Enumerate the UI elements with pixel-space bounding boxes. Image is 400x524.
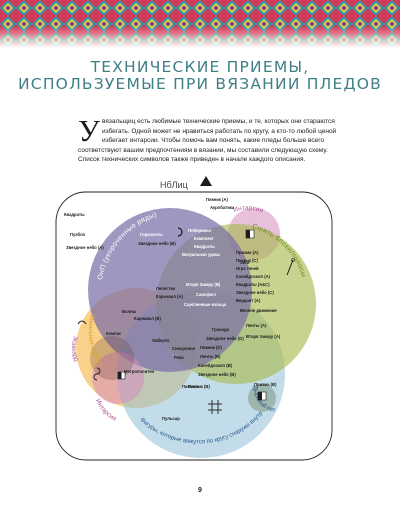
label-zvezdnoe-nebo-a: Звездное небо (А): [66, 245, 104, 250]
label-piknik-a: Пикник (А): [206, 197, 228, 202]
label-sinkhronno: Синхронно: [172, 346, 196, 351]
corner-label: НбЛиц: [160, 180, 188, 190]
label-komplekt: Комплект: [194, 236, 214, 241]
arc-label-pink-right: Интарсия: [233, 205, 265, 215]
label-kvadraty: Квадраты: [64, 212, 85, 217]
svg-text:Интарсия: Интарсия: [233, 205, 265, 215]
label-zigi: Зиги: [240, 260, 250, 265]
label-piknik-c: Пикник (С): [236, 258, 258, 263]
needle-icon: [286, 258, 295, 276]
label-umberto: Умберто: [152, 338, 170, 343]
label-sansfest: Сансфест: [196, 292, 217, 297]
intro-text: вязальщиц есть любимые технические прием…: [78, 118, 337, 164]
label-lenty-a: Ленты (А): [246, 323, 267, 328]
label-gorizonty: Горизонты: [140, 232, 163, 237]
triangle-icon: [200, 176, 212, 186]
label-akrobatika: Акробатика: [210, 205, 235, 210]
eyelet-icon: [257, 391, 267, 401]
label-karnaval-b: Карнавал (В): [134, 316, 161, 321]
circle-purple: [88, 208, 252, 372]
label-prizma-a: Призма (А): [236, 250, 259, 255]
label-reki: Реки: [174, 355, 184, 360]
label-zvezdnoe-nebo-b2: Звездное небо (В): [198, 372, 236, 377]
intarsia-small-icon: [117, 371, 126, 380]
label-metropoliten: Метрополитен: [124, 369, 155, 374]
svg-text:Жаккард: Жаккард: [70, 335, 80, 362]
label-kvadraty-inner: Квадраты: [194, 244, 215, 249]
decorative-banner: [0, 0, 400, 48]
arc-label-dark-left: Жаккард: [70, 335, 80, 362]
label-karnaval-a: Карнавал (А): [156, 294, 183, 299]
label-lenty-b: Ленты (В): [200, 354, 221, 359]
label-pueblo: Пуэбло: [70, 232, 86, 237]
label-lepestki: Лепестки: [156, 286, 176, 291]
label-kvadraty-ac: Квадраты (А&С): [236, 282, 270, 287]
label-vizualnaya-udacha: Визуальная удача: [182, 252, 220, 257]
label-granada: Гранада: [212, 327, 230, 332]
label-piksel: Пиксель: [182, 384, 200, 389]
label-zvezdnoe-nebo-c: Звездное небо (С): [236, 290, 274, 295]
label-stseplennye-koltsa: Сцепленные кольца: [184, 302, 227, 307]
corner-marker: НбЛиц: [160, 176, 212, 190]
grid-hash-icon: [208, 400, 222, 414]
label-kaleidoskop-b: Калейдоскоп (В): [198, 363, 233, 368]
short-row-icon: [177, 227, 183, 237]
intarsia-icon: [245, 229, 255, 239]
drop-cap: У: [78, 113, 100, 148]
label-kaleidoskop-a: Калейдоскоп (А): [236, 274, 271, 279]
page-number: 9: [198, 487, 202, 494]
label-zvezdnoe-nebo-d: Звездное небо (D): [206, 336, 244, 341]
jacquard-icon: [93, 367, 101, 381]
label-kompas: Компас: [106, 331, 122, 336]
circle-dark-left: [90, 336, 134, 380]
label-volny: Волны: [122, 309, 137, 314]
finishing-icon: [77, 320, 87, 325]
label-piknik-b: Пикник (В): [188, 384, 210, 389]
label-vtorya-esheru-b: Вторя Эшеру (В): [186, 282, 221, 287]
label-vechnoe-dvizhenie: Вечное движение: [240, 308, 277, 313]
label-zvezdnoe-nebo-b: Звездное небо (В): [138, 241, 176, 246]
label-vtorya-esheru-a: Вторя Эшеру (А): [246, 334, 281, 339]
page-title-line-1: ТЕХНИЧЕСКИЕ ПРИЕМЫ,: [90, 58, 310, 76]
label-prizma-b: Призма (В): [254, 382, 277, 387]
label-verdant-a: Вердант (А): [236, 298, 261, 303]
label-piknik-d: Пикник (D): [200, 345, 222, 350]
label-igra-teney: Игра теней: [236, 266, 259, 271]
label-poberezhye: Побережье: [188, 228, 212, 233]
page-title-line-2: ИСПОЛЬЗУЕМЫЕ ПРИ ВЯЗАНИИ ПЛЕДОВ: [18, 75, 382, 93]
label-pulsar: Пульсар: [162, 416, 180, 421]
technique-venn-diagram: НбЛиц ОнП (укороченные ряды) Сшить блоки…: [0, 172, 333, 461]
